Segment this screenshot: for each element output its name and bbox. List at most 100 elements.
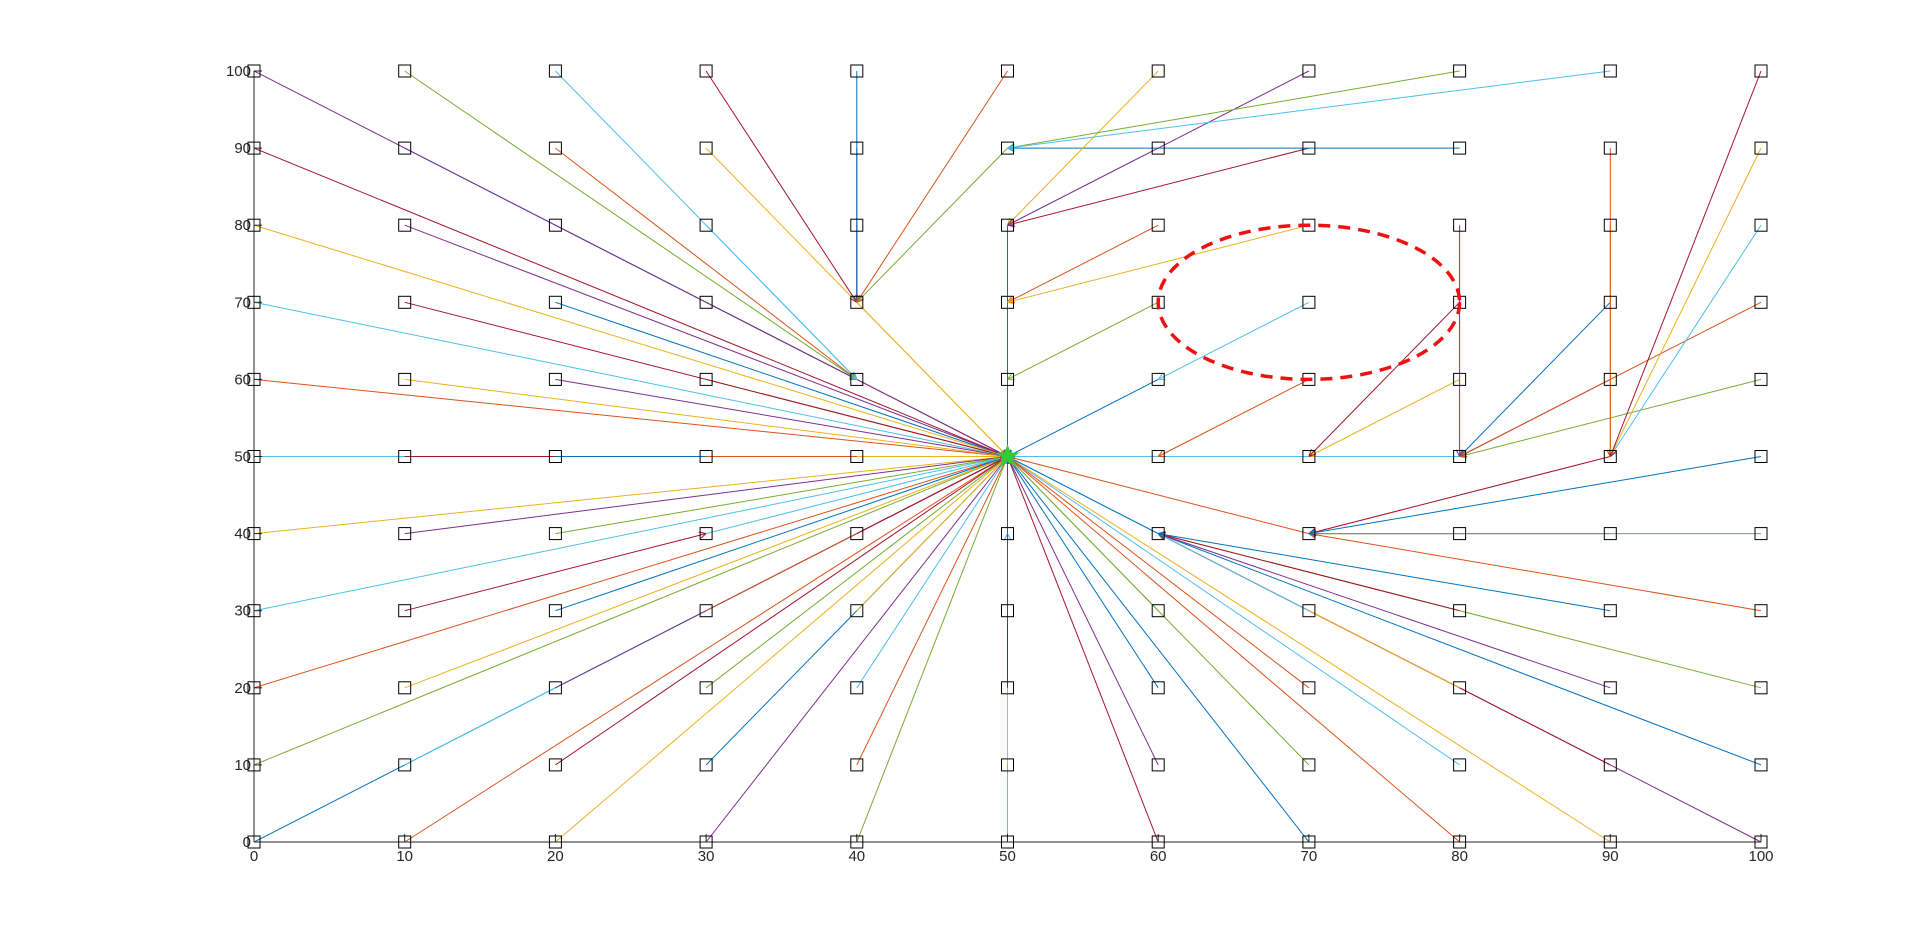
node-marker [247,758,261,772]
sink-layer [995,444,1020,467]
node-marker [1603,758,1617,772]
sink-star-marker [995,444,1020,467]
link-arrow [1008,224,1159,302]
node-marker [1001,218,1014,232]
node-marker [548,681,562,695]
node-marker [1754,141,1768,155]
link-arrow [1158,534,1762,766]
link-arrow [404,457,1008,689]
link-arrow [1008,457,1159,689]
link-arrow [1309,301,1460,456]
node-marker [1001,295,1014,309]
link-arrow [856,457,1008,766]
node-marker [850,681,864,695]
link-arrow [1008,457,1310,535]
link-arrow [1610,70,1762,457]
node-marker [1001,758,1014,772]
node-marker [1453,372,1467,386]
node-marker [1302,835,1316,849]
y-tick-label: 70 [234,294,251,311]
node-marker [850,835,864,849]
node-marker [548,527,562,541]
node-marker [1754,218,1768,232]
node-marker [1453,218,1467,232]
node-marker [699,372,713,386]
node-marker [1001,141,1014,155]
nodes-layer [247,64,1768,849]
node-marker [548,141,562,155]
node-marker [1001,835,1014,849]
node-marker [850,604,864,618]
x-tick-label: 50 [999,848,1016,865]
node-marker [850,527,864,541]
node-marker [247,604,261,618]
node-marker [1603,372,1617,386]
node-marker [398,64,412,78]
node-marker [1603,450,1617,463]
node-marker [247,64,261,78]
node-marker [1453,64,1467,78]
link-arrow [404,378,1008,456]
x-tick-label: 10 [396,848,413,865]
node-marker [1151,450,1165,463]
node-marker [1151,141,1165,155]
x-tick-label: 100 [1748,848,1773,865]
node-marker [1453,835,1467,849]
node-marker [1603,64,1617,78]
node-marker [247,295,261,309]
y-tick-label: 60 [234,371,251,388]
link-arrow [857,147,1008,302]
link-arrow [1008,70,1611,148]
link-arrow [1158,534,1611,612]
node-marker [548,372,562,386]
link-arrow [857,70,1008,302]
link-arrow [253,457,1008,535]
node-marker [247,218,261,232]
x-tick-label: 20 [547,848,564,865]
link-arrow [555,457,1007,766]
node-marker [1603,295,1617,309]
link-arrow [555,457,1007,535]
node-marker [1754,372,1768,386]
link-arrow [1008,301,1159,379]
y-tick-label: 90 [234,140,251,157]
node-marker [1302,141,1316,155]
link-arrow [1008,378,1159,456]
link-arrow [1008,70,1310,225]
node-marker [398,527,412,541]
node-marker [1754,64,1768,78]
node-marker [247,450,261,463]
link-arrow [1158,301,1310,379]
node-marker [548,835,562,849]
node-marker [1001,64,1014,78]
node-marker [699,527,713,541]
node-marker [398,372,412,386]
y-tick-label: 100 [226,63,251,80]
link-arrow [253,457,1008,766]
link-arrow [404,457,1008,843]
link-arrow [404,534,706,612]
x-tick-label: 80 [1451,848,1468,865]
node-marker [548,64,562,78]
x-tick-label: 90 [1602,848,1619,865]
node-marker [1151,835,1165,849]
node-marker [398,141,412,155]
node-marker [1151,681,1165,695]
node-marker [1754,450,1768,463]
link-arrow [555,457,1007,843]
node-marker [1453,527,1467,541]
node-marker [1151,604,1165,618]
node-marker [1302,450,1316,463]
node-marker [1302,681,1316,695]
node-marker [1453,450,1467,463]
node-marker [1001,527,1014,541]
node-marker [850,141,864,155]
link-arrow [253,457,1008,689]
x-tick-label: 0 [250,848,258,865]
node-marker [1603,681,1617,695]
link-arrow [555,147,856,379]
x-tick-label: 30 [698,848,715,865]
link-arrow [856,457,1008,843]
link-arrow [555,301,1007,456]
